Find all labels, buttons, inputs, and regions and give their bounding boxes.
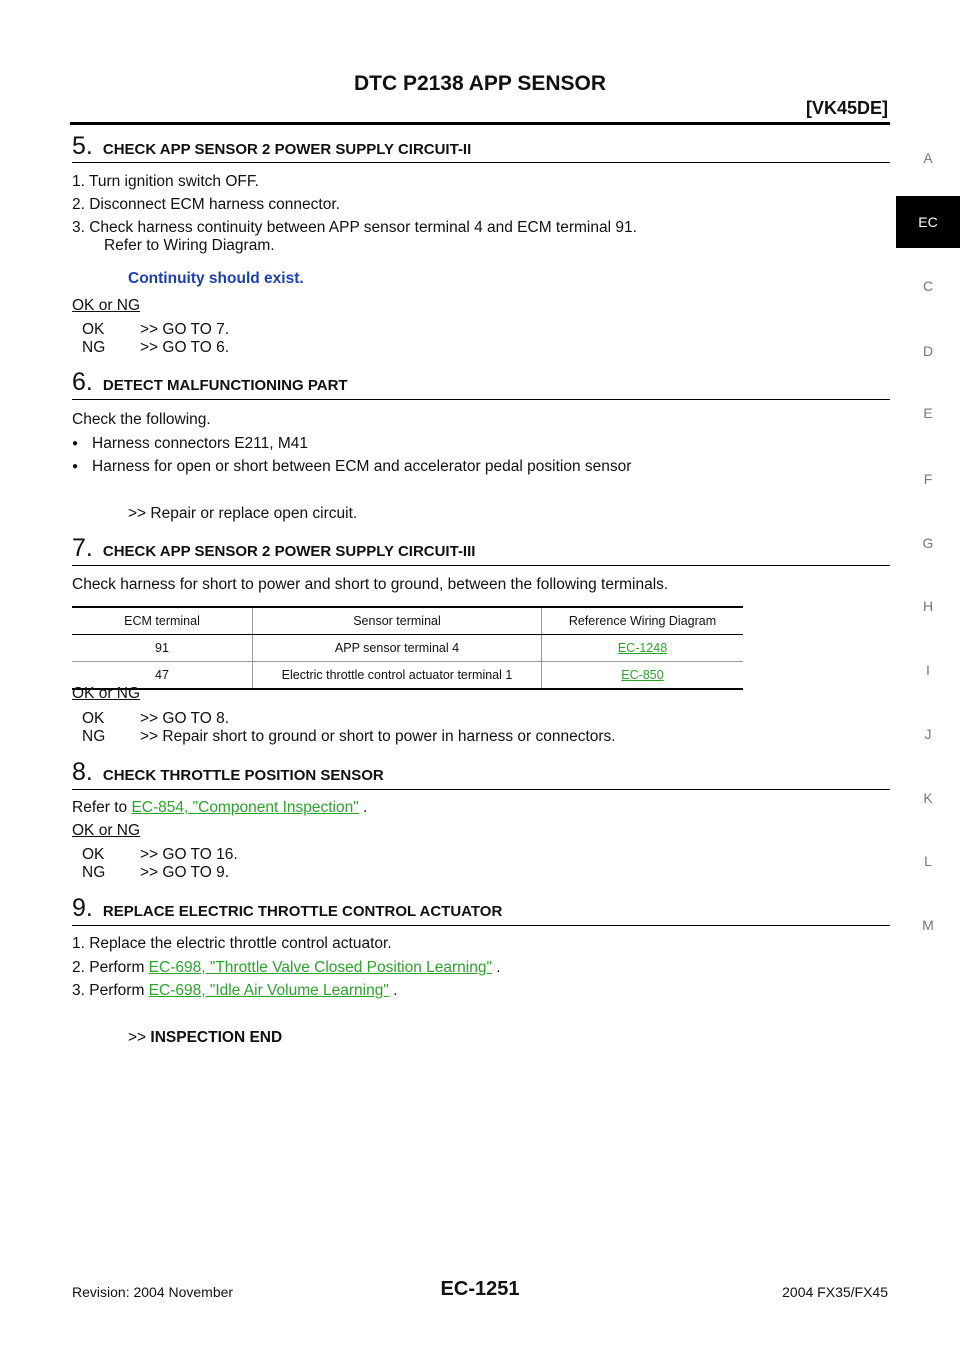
step5-heading: 5. CHECK APP SENSOR 2 POWER SUPPLY CIRCU…: [72, 132, 471, 161]
step6-intro: Check the following.: [72, 411, 211, 428]
link-ec-1248[interactable]: EC-1248: [617, 641, 668, 655]
tab-c[interactable]: C: [922, 278, 934, 294]
engine-model: [VK45DE]: [805, 98, 888, 118]
cell-ecm-terminal: 91: [72, 634, 253, 662]
step9-number: 9.: [72, 894, 93, 922]
footer-model: 2004 FX35/FX45: [782, 1284, 888, 1300]
step8-okng-label: OK or NG: [72, 822, 141, 839]
step8-title: CHECK THROTTLE POSITION SENSOR: [102, 767, 384, 784]
step6-bullet-2: Harness for open or short between ECM an…: [72, 458, 631, 476]
cell-ecm-terminal: 47: [72, 661, 253, 690]
step7-ng: NG>> Repair short to ground or short to …: [82, 728, 616, 745]
step9-item-1: 1. Replace the electric throttle control…: [72, 935, 392, 952]
link-throttle-valve-learning[interactable]: EC-698, "Throttle Valve Closed Position …: [148, 959, 492, 976]
step6-heading: 6. DETECT MALFUNCTIONING PART: [72, 368, 348, 397]
tab-l[interactable]: L: [924, 853, 932, 869]
step7-okng-label: OK or NG: [72, 685, 141, 702]
step5-okng-label: OK or NG: [72, 297, 141, 314]
step7-heading: 7. CHECK APP SENSOR 2 POWER SUPPLY CIRCU…: [72, 534, 475, 563]
page-title: DTC P2138 APP SENSOR: [353, 72, 607, 95]
step8-rule: [72, 789, 890, 790]
step5-ng: NG>> GO TO 6.: [82, 339, 230, 356]
step5-number: 5.: [72, 132, 93, 160]
step5-title: CHECK APP SENSOR 2 POWER SUPPLY CIRCUIT-…: [102, 141, 472, 158]
step5-item-1: 1. Turn ignition switch OFF.: [72, 173, 259, 190]
step9-heading: 9. REPLACE ELECTRIC THROTTLE CONTROL ACT…: [72, 894, 502, 923]
step9-item-2: 2. Perform EC-698, "Throttle Valve Close…: [72, 959, 501, 976]
step7-title: CHECK APP SENSOR 2 POWER SUPPLY CIRCUIT-…: [102, 543, 476, 560]
link-idle-air-volume-learning[interactable]: EC-698, "Idle Air Volume Learning": [148, 982, 389, 999]
step8-number: 8.: [72, 758, 93, 786]
step6-number: 6.: [72, 368, 93, 396]
step5-item-3-cont: Refer to Wiring Diagram.: [104, 237, 275, 254]
cell-sensor-terminal: Electric throttle control actuator termi…: [252, 661, 542, 690]
cell-sensor-terminal: APP sensor terminal 4: [252, 634, 542, 662]
col-reference: Reference Wiring Diagram: [541, 606, 743, 635]
step6-bullet-1: Harness connectors E211, M41: [72, 435, 308, 453]
step7-intro: Check harness for short to power and sho…: [72, 576, 669, 593]
step9-end: >> INSPECTION END: [128, 1029, 283, 1046]
step8-ng: NG>> GO TO 9.: [82, 864, 230, 881]
step6-result: >> Repair or replace open circuit.: [128, 505, 358, 522]
col-ecm-terminal: ECM terminal: [72, 606, 253, 635]
step7-ok: OK>> GO TO 8.: [82, 710, 230, 727]
terminal-table: ECM terminal Sensor terminal Reference W…: [72, 606, 743, 690]
tab-m[interactable]: M: [922, 917, 934, 933]
step9-rule: [72, 925, 890, 926]
tab-h[interactable]: H: [922, 598, 934, 614]
tab-a[interactable]: A: [923, 150, 933, 166]
step5-item-2: 2. Disconnect ECM harness connector.: [72, 196, 340, 213]
step5-spec: Continuity should exist.: [128, 270, 304, 287]
step7-number: 7.: [72, 534, 93, 562]
cell-reference: EC-850: [541, 661, 743, 690]
step5-ok: OK>> GO TO 7.: [82, 321, 230, 338]
tab-i[interactable]: I: [926, 662, 930, 678]
tab-j[interactable]: J: [924, 726, 932, 742]
table-row: 47 Electric throttle control actuator te…: [72, 661, 743, 690]
tab-f[interactable]: F: [923, 471, 933, 487]
footer-revision: Revision: 2004 November: [72, 1284, 234, 1300]
step7-rule: [72, 565, 890, 566]
step9-title: REPLACE ELECTRIC THROTTLE CONTROL ACTUAT…: [102, 903, 503, 920]
col-sensor-terminal: Sensor terminal: [252, 606, 542, 635]
link-component-inspection[interactable]: EC-854, "Component Inspection": [131, 799, 359, 816]
tab-d[interactable]: D: [922, 343, 934, 359]
step9-item-3: 3. Perform EC-698, "Idle Air Volume Lear…: [72, 982, 398, 999]
step6-title: DETECT MALFUNCTIONING PART: [102, 377, 348, 394]
table-row: 91 APP sensor terminal 4 EC-1248: [72, 634, 743, 662]
tab-g[interactable]: G: [922, 535, 934, 551]
tab-ec[interactable]: EC: [896, 196, 960, 248]
step8-ref: Refer to EC-854, "Component Inspection" …: [72, 799, 368, 816]
step5-rule: [72, 162, 890, 163]
tab-k[interactable]: K: [923, 790, 933, 806]
tab-e[interactable]: E: [923, 405, 933, 421]
step8-heading: 8. CHECK THROTTLE POSITION SENSOR: [72, 758, 384, 787]
header-rule: [70, 122, 890, 125]
step6-rule: [72, 399, 890, 400]
footer-page-number: EC-1251: [440, 1278, 520, 1300]
cell-reference: EC-1248: [541, 634, 743, 662]
step8-ok: OK>> GO TO 16.: [82, 846, 238, 863]
table-header-row: ECM terminal Sensor terminal Reference W…: [72, 606, 743, 635]
step5-item-3: 3. Check harness continuity between APP …: [72, 219, 637, 236]
link-ec-850[interactable]: EC-850: [621, 668, 664, 682]
